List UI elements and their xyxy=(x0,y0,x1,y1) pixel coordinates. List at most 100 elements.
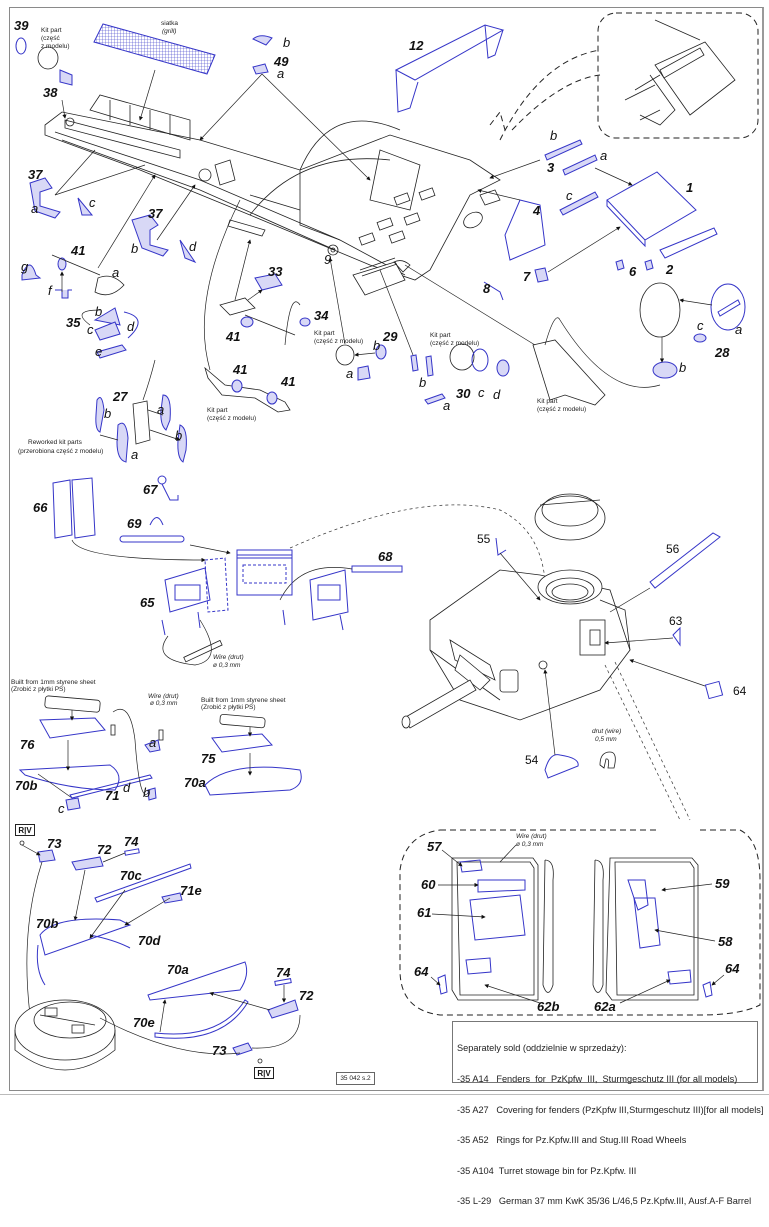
kit-part-bracket xyxy=(532,339,606,406)
detail-inset-hatches xyxy=(399,829,761,1016)
part-54-label: 54 xyxy=(525,753,539,767)
part-70b-label-lower: 70b xyxy=(36,916,58,931)
part-30b-2 xyxy=(425,355,434,377)
part-34 xyxy=(299,317,311,327)
part-62b-label: 62b xyxy=(537,999,559,1014)
part-41-clamp-a xyxy=(231,379,243,393)
part-27b-left xyxy=(95,397,105,433)
kit-part-30-light xyxy=(449,343,475,371)
instruction-sheet: 12 siatka (grill) 39 38 Kit part (część … xyxy=(0,7,769,1206)
kit-part-27 xyxy=(132,400,151,445)
reworked-note-pl: (przerobiona część z modelu) xyxy=(18,448,103,455)
part-30b-letter: b xyxy=(419,375,426,390)
part-b-lower xyxy=(147,787,157,801)
kit-part-tail-light xyxy=(463,211,483,229)
part-75-label: 75 xyxy=(201,751,216,766)
part-37b-letter: b xyxy=(131,241,138,256)
part-29b xyxy=(375,344,387,360)
part-70a-upper xyxy=(204,766,302,796)
part-73-lower xyxy=(232,1042,253,1056)
part-67-label: 67 xyxy=(143,482,158,497)
kit-part-note-39-pl-a: (część xyxy=(41,35,61,42)
part-28c-letter: c xyxy=(697,318,704,333)
part-73-upper xyxy=(37,849,56,863)
separately-sold-item: -35 A104 Turret stowage bin for Pz.Kpfw.… xyxy=(457,1165,637,1176)
part-74-upper xyxy=(124,848,140,856)
part-64-label-inset-left: 64 xyxy=(414,964,429,979)
part-61-label: 61 xyxy=(417,905,431,920)
part-28b-letter: b xyxy=(679,360,686,375)
kit-part-note-30-pl: (część z modelu) xyxy=(430,340,479,347)
wire-size-76: ø 0,3 mm xyxy=(150,700,178,707)
part-28c xyxy=(693,333,707,343)
part-74-label-upper: 74 xyxy=(124,834,139,849)
part-73-label-upper: 73 xyxy=(47,836,62,851)
part-41-clamp-b xyxy=(266,391,278,405)
part-41f xyxy=(55,289,72,299)
part-28b xyxy=(652,361,678,379)
part-49b xyxy=(252,35,273,46)
part-64-label-inset-right: 64 xyxy=(725,961,740,976)
part-41-label-lower-b: 41 xyxy=(280,374,295,389)
hatch-right-drawing xyxy=(592,857,699,1001)
part-62a-label: 62a xyxy=(594,999,616,1014)
kit-part-note-41-pl: (część z modelu) xyxy=(207,415,256,422)
part-74-label-lower: 74 xyxy=(276,965,291,980)
part-70d xyxy=(89,934,131,949)
part-71e xyxy=(161,892,183,904)
part-4 xyxy=(504,199,546,261)
part-72-label-upper: 72 xyxy=(97,842,112,857)
kit-part-note-30: Kit part xyxy=(430,332,451,339)
part-27a-reworked xyxy=(116,422,129,463)
styrene-note-76-pl: (Zrobić z płytki PS) xyxy=(11,686,66,693)
separately-sold-item: -35 A14 Fenders for PzKpfw III, Sturmges… xyxy=(457,1074,738,1085)
part-76 xyxy=(39,717,106,739)
page-frame xyxy=(9,7,764,1091)
part-70b-label-upper: 70b xyxy=(15,778,37,793)
part-41a-letter: a xyxy=(112,265,119,280)
part-30d xyxy=(496,359,510,377)
part-35-label: 35 xyxy=(66,315,81,330)
styrene-note-75-pl: (Zrobić z płytki PS) xyxy=(201,704,256,711)
part-70c xyxy=(94,863,192,903)
part-37b-label: 37 xyxy=(148,206,163,221)
part-37c xyxy=(77,197,94,216)
part-8-label: 8 xyxy=(483,281,491,296)
part-41f-letter: f xyxy=(48,283,53,298)
part-63-label: 63 xyxy=(669,614,683,628)
separately-sold-title: Separately sold (oddzielnie w sprzedaży)… xyxy=(457,1043,627,1054)
hull-drawing xyxy=(44,94,501,296)
part-12-label: 12 xyxy=(409,38,424,53)
part-66 xyxy=(52,477,96,539)
part-30b-1 xyxy=(410,354,419,372)
part-37a xyxy=(29,177,61,219)
part-30a xyxy=(424,393,446,405)
part-28-label: 28 xyxy=(714,345,730,360)
part-37c-letter: c xyxy=(89,195,96,210)
part-30-label: 30 xyxy=(456,386,471,401)
part-35d xyxy=(123,311,139,339)
kit-part-headlight xyxy=(37,46,59,70)
part-34-label: 34 xyxy=(314,308,329,323)
part-27a-right xyxy=(160,394,171,431)
part-27a-letter-bottom: a xyxy=(131,447,138,462)
part-72-label-lower: 72 xyxy=(299,988,314,1003)
part-c-strip xyxy=(559,191,599,216)
part-35d-letter: d xyxy=(127,319,135,334)
part-56-label: 56 xyxy=(666,542,680,556)
part-28a-letter: a xyxy=(735,322,742,337)
part-70a-lower xyxy=(147,961,248,1001)
part-41-label-jack: 41 xyxy=(225,329,240,344)
part-29a-letter: a xyxy=(346,366,353,381)
part-30d-letter: d xyxy=(493,387,501,402)
hatch-left-drawing xyxy=(451,857,554,1001)
part-38-label: 38 xyxy=(43,85,58,100)
part-68-label: 68 xyxy=(378,549,393,564)
wire-note-65: Wire (drut) xyxy=(213,654,244,661)
part-63 xyxy=(672,626,681,647)
grill-label-pl: siatka xyxy=(161,20,178,27)
part-54 xyxy=(544,754,579,779)
part-4-label: 4 xyxy=(532,203,541,218)
part-12-fender xyxy=(394,24,505,113)
part-c-letter: c xyxy=(566,188,573,203)
